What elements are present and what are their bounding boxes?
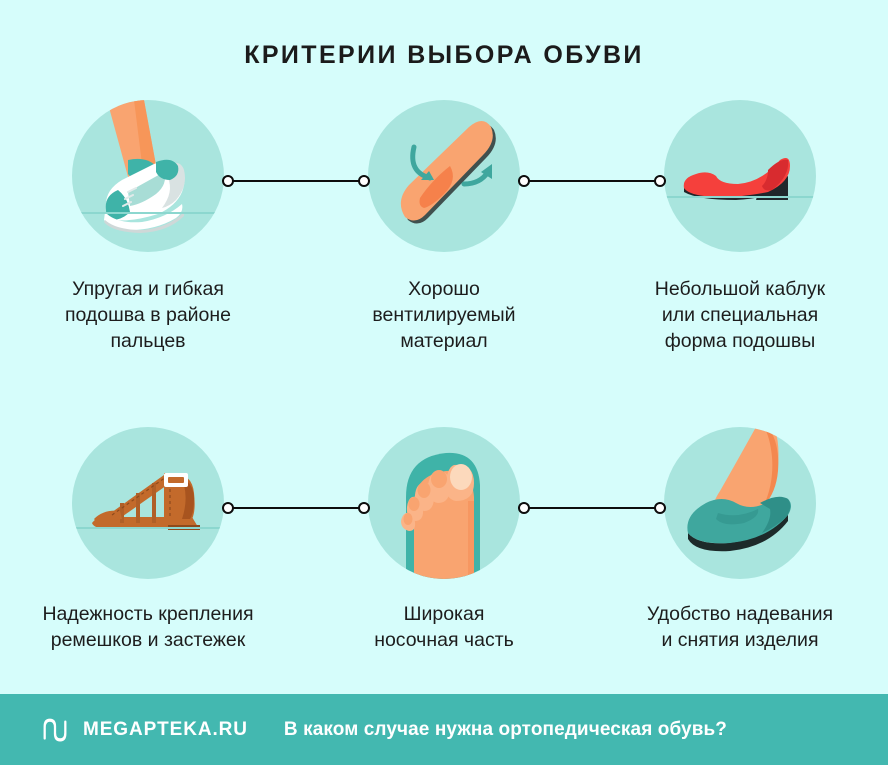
ground-line: [72, 527, 224, 529]
footer-bar: MEGAPTEKA.RU В каком случае нужна ортопе…: [0, 694, 888, 765]
ground-line: [664, 196, 816, 198]
criteria-icon-circle-1: [72, 100, 224, 252]
connector-line: [529, 506, 655, 510]
criteria-caption-6: Удобство надевания и снятия изделия: [646, 603, 834, 651]
connector-5-6: [518, 501, 666, 515]
criteria-grid: Упругая и гибкая подошва в районе пальце…: [0, 100, 888, 657]
criteria-item-3: Небольшой каблук или специальная форма п…: [592, 100, 888, 354]
connector-line: [233, 179, 359, 183]
connector-line: [529, 179, 655, 183]
brand-block[interactable]: MEGAPTEKA.RU: [40, 715, 248, 745]
connector-4-5: [222, 501, 370, 515]
criteria-icon-circle-6: [664, 427, 816, 579]
criteria-icon-circle-2: [368, 100, 520, 252]
criteria-item-2: Хорошо вентилируемый материал: [296, 100, 592, 354]
criteria-icon-circle-3: [664, 100, 816, 252]
criteria-icon-circle-4: [72, 427, 224, 579]
criteria-caption-1: Упругая и гибкая подошва в районе пальце…: [64, 278, 232, 352]
criteria-caption-5: Широкая носочная часть: [374, 603, 514, 651]
criteria-caption-3: Небольшой каблук или специальная форма п…: [654, 278, 826, 352]
brand-name: MEGAPTEKA.RU: [83, 718, 248, 740]
connector-2-3: [518, 174, 666, 188]
ventilated-insole-airflow-icon: [400, 121, 496, 224]
megapteka-m-logo-icon: [43, 718, 67, 741]
footer-question: В каком случае нужна ортопедическая обув…: [283, 718, 727, 740]
ground-line: [72, 212, 224, 214]
connector-line: [233, 506, 359, 510]
page-title: КРИТЕРИИ ВЫБОРА ОБУВИ: [244, 41, 644, 69]
criteria-item-5: Широкая носочная часть: [296, 427, 592, 653]
connector-node: [358, 175, 370, 187]
connector-node: [654, 502, 666, 514]
connector-node: [654, 175, 666, 187]
foot-toes-top-view-icon: [401, 452, 480, 579]
criteria-row-2: Надежность крепления ремешков и застежек: [0, 427, 888, 657]
criteria-icon-circle-5: [368, 427, 520, 579]
gladiator-sandal-straps-buckle-icon: [92, 473, 200, 530]
connector-node: [358, 502, 370, 514]
criteria-item-6: Удобство надевания и снятия изделия: [592, 427, 888, 653]
criteria-item-1: Упругая и гибкая подошва в районе пальце…: [0, 100, 296, 354]
criteria-caption-2: Хорошо вентилируемый материал: [372, 278, 516, 352]
criteria-row-1: Упругая и гибкая подошва в районе пальце…: [0, 100, 888, 385]
sneaker-flexing-foot-icon: [104, 100, 185, 233]
foot-slipping-into-shoe-icon: [687, 427, 791, 552]
connector-1-2: [222, 174, 370, 188]
criteria-caption-4: Надежность крепления ремешков и застежек: [42, 603, 254, 651]
criteria-item-4: Надежность крепления ремешков и застежек: [0, 427, 296, 653]
red-flat-shoe-low-heel-icon: [683, 158, 790, 200]
